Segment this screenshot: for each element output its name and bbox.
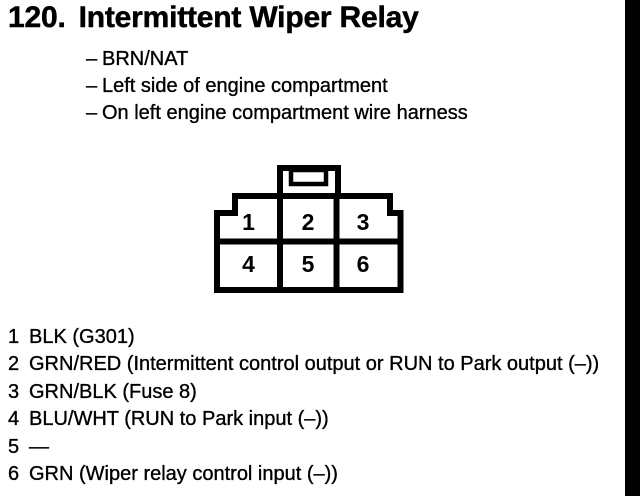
location-list: –BRN/NAT –Left side of engine compartmen… — [86, 46, 468, 127]
connector-diagram: 1 2 3 4 5 6 — [214, 165, 404, 293]
scan-edge-bar — [625, 0, 640, 496]
section-number: 120. — [8, 1, 66, 34]
pin-number: 4 — [8, 408, 20, 431]
pin-number: 5 — [8, 435, 20, 458]
section-title: Intermittent Wiper Relay — [78, 1, 419, 34]
pin-number: 3 — [8, 380, 20, 403]
list-item: –Left side of engine compartment — [86, 73, 468, 100]
pin-description: GRN/BLK (Fuse 8) — [29, 380, 197, 403]
pin-row: 4 BLU/WHT (RUN to Park input (–)) — [8, 406, 599, 433]
pin-description-list: 1 BLK (G301) 2 GRN/RED (Intermittent contr… — [8, 324, 600, 488]
cavity-4-label: 4 — [242, 251, 255, 277]
pin-description: — — [29, 435, 49, 458]
dash-marker: – — [86, 102, 98, 124]
pin-number: 2 — [8, 353, 20, 376]
list-item-text: Left side of engine compartment — [102, 75, 388, 97]
pin-row: 5— — [8, 434, 599, 461]
pin-number: 1 — [8, 326, 20, 348]
cavity-1-label: 1 — [242, 209, 255, 235]
pin-row: 2 GRN/RED (Intermittent control output or… — [8, 351, 600, 378]
dash-marker: – — [86, 75, 98, 97]
cavity-2-label: 2 — [302, 209, 315, 235]
connector-lock-slot — [288, 167, 329, 187]
dash-marker: – — [86, 48, 98, 70]
pin-row: 6 GRN (Wiper relay control input (–)) — [8, 461, 599, 488]
list-item: –On left engine compartment wire harness — [86, 100, 468, 127]
list-item: –BRN/NAT — [86, 46, 468, 73]
cavity-5-label: 5 — [302, 251, 315, 277]
cavity-3-label: 3 — [357, 209, 370, 235]
cavity-6-label: 6 — [357, 251, 370, 277]
list-item-text: BRN/NAT — [102, 48, 189, 70]
pin-row: 3 GRN/BLK (Fuse 8) — [8, 379, 599, 406]
pin-description: BLK (G301) — [29, 326, 135, 348]
pin-description: GRN/RED (Intermittent control output or … — [29, 353, 600, 376]
list-item-text: On left engine compartment wire harness — [102, 102, 468, 124]
pin-row: 1 BLK (G301) — [8, 324, 599, 351]
pin-number: 6 — [8, 463, 20, 486]
pin-description: BLU/WHT (RUN to Park input (–)) — [29, 408, 329, 431]
pin-description: GRN (Wiper relay control input (–)) — [29, 463, 338, 486]
page-title: 120. Intermittent Wiper Relay — [8, 1, 419, 34]
